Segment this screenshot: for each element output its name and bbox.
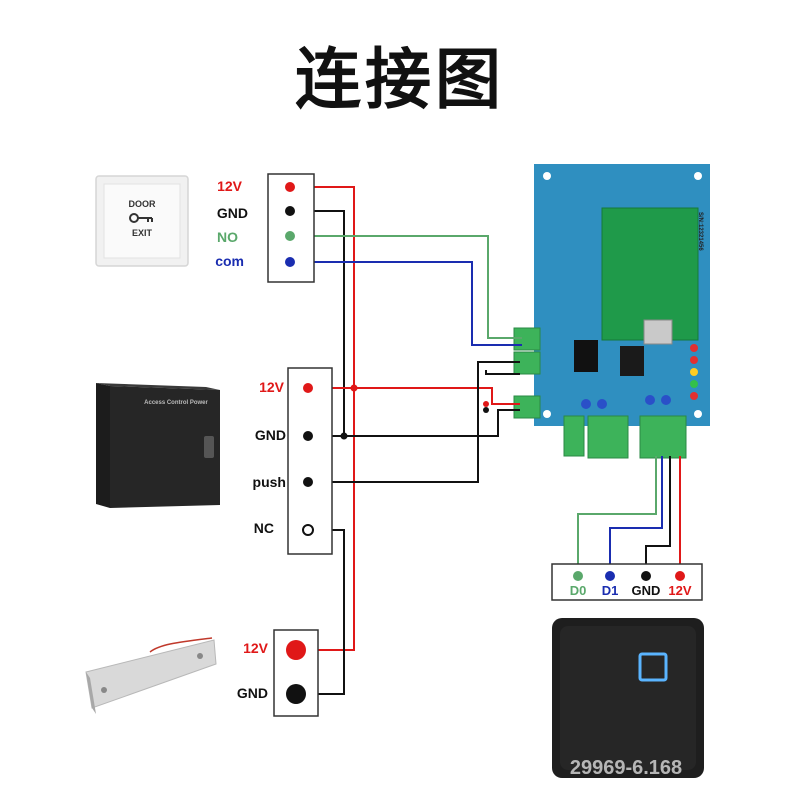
- lock-pin-12v: 12V: [243, 640, 269, 656]
- exit-pin-com: com: [215, 253, 244, 269]
- reader-pin-d1: D1: [602, 583, 619, 598]
- reader-pin-12v: 12V: [668, 583, 691, 598]
- wire-psu-gnd: [308, 409, 520, 437]
- psu-pin-gnd: GND: [255, 427, 286, 443]
- relay-chip: [620, 346, 644, 376]
- power-supply-box: Access Control Power: [96, 383, 220, 508]
- lock-keyhole-icon: [204, 436, 214, 458]
- ethernet-port: [643, 319, 673, 345]
- exit-pin-no: NO: [217, 229, 238, 245]
- controller-serial: S/N:12321456: [697, 212, 703, 251]
- reader-pin-gnd: GND: [632, 583, 661, 598]
- reader-terminal: D0 D1 GND 12V: [551, 563, 703, 601]
- wire-exit-12v: [288, 186, 355, 651]
- card-reader-watermark: 29969-6.168: [570, 757, 682, 779]
- wire-exit-no: [290, 235, 522, 339]
- magnetic-lock: [85, 637, 217, 714]
- psu-pin-12v: 12V: [259, 379, 285, 395]
- exit-pin-gnd: GND: [217, 205, 248, 221]
- power-supply-terminal: 12V GND push NC: [253, 367, 333, 555]
- psu-pin-push: push: [253, 474, 286, 490]
- reader-pin-d0: D0: [570, 583, 587, 598]
- wire-reader-gnd: [645, 456, 671, 576]
- psu-pin-nc: NC: [254, 520, 274, 536]
- wire-psu-push-2: [485, 370, 520, 375]
- capacitors: [581, 395, 671, 409]
- exit-button-terminal: 12V GND NO com: [215, 173, 315, 283]
- power-supply-label: Access Control Power: [144, 400, 208, 406]
- wire-reader-d0: [577, 456, 657, 576]
- status-leds: [690, 344, 698, 400]
- lock-pin-gnd: GND: [237, 685, 268, 701]
- relay-chip: [574, 340, 598, 372]
- exit-button-line2: EXIT: [132, 228, 153, 238]
- wire-psu-push: [308, 361, 520, 483]
- junction-dot: [340, 432, 348, 440]
- junction-dot: [350, 384, 358, 392]
- wire-exit-com: [290, 261, 522, 346]
- page-title: 连接图: [295, 41, 505, 118]
- exit-button: DOOR EXIT: [95, 175, 189, 267]
- junction-dot: [483, 401, 489, 407]
- exit-button-line1: DOOR: [129, 199, 157, 209]
- key-icon: [129, 213, 153, 223]
- lock-terminal: 12V GND: [237, 629, 319, 717]
- exit-pin-12v: 12V: [217, 178, 243, 194]
- board-terminals-bottom: [563, 415, 687, 459]
- card-reader: 29969-6.168: [552, 618, 704, 779]
- controller-board: S/N:12321456: [534, 164, 710, 426]
- network-module: [601, 207, 699, 341]
- wire-psu-12v: [308, 387, 520, 405]
- wire-reader-d1: [609, 456, 663, 576]
- junction-dot: [483, 407, 489, 413]
- card-reader-led-icon: [638, 652, 668, 682]
